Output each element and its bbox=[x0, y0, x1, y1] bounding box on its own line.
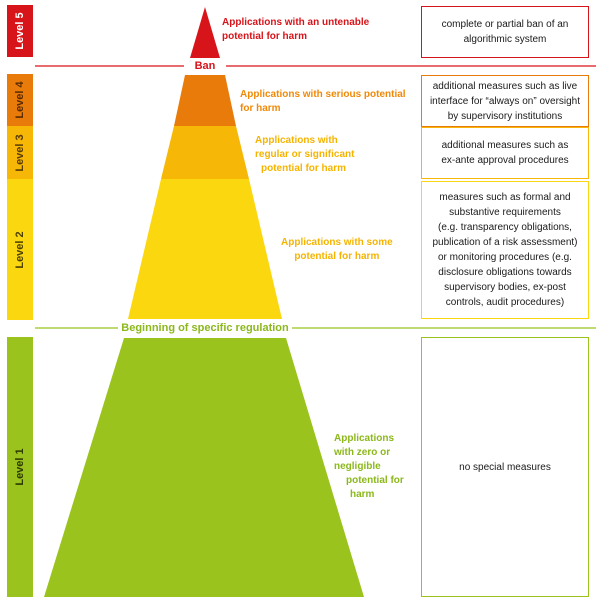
pyramid-label-level-4-line: for harm bbox=[240, 103, 281, 114]
ban-divider-label: Ban bbox=[184, 58, 226, 74]
measures-level-2-line: disclosure obligations towards bbox=[438, 267, 572, 278]
pyramid-label-level-5-line: potential for harm bbox=[222, 31, 308, 42]
measures-level-4-line: by supervisory institutions bbox=[447, 110, 563, 122]
measures-level-2-line: publication of a risk assessment) bbox=[432, 237, 578, 248]
measures-level-4-line: interface for “always on” oversight bbox=[429, 95, 581, 107]
pyramid-label-level-1-line: Applications bbox=[334, 433, 395, 444]
pyramid-level-4 bbox=[174, 75, 236, 126]
measures-level-4-line: additional measures such as live bbox=[432, 80, 578, 92]
pyramid-label-level-3: Applications with regular or significant… bbox=[255, 134, 354, 176]
measures-box-level-5: complete or partial ban of an algorithmi… bbox=[421, 6, 589, 58]
pyramid-level-3 bbox=[161, 126, 249, 179]
pyramid-label-level-2: Applications with some potential for har… bbox=[281, 236, 393, 264]
level-1-bar: Level 1 bbox=[7, 337, 33, 597]
measures-box-level-1: no special measures bbox=[421, 337, 589, 597]
regulation-divider-label: Beginning of specific regulation bbox=[118, 320, 292, 336]
measures-level-2-line: supervisory bodies, ex-post bbox=[444, 282, 566, 293]
measures-level-2-line: controls, audit procedures) bbox=[445, 297, 565, 308]
measures-level-1-line: no special measures bbox=[459, 461, 551, 473]
measures-box-level-4: additional measures such as live interfa… bbox=[421, 75, 589, 127]
level-2-bar: Level 2 bbox=[7, 179, 33, 320]
pyramid-level-5 bbox=[190, 7, 220, 58]
measures-level-2-line: measures such as formal and bbox=[439, 192, 571, 203]
measures-box-level-3: additional measures such as ex-ante appr… bbox=[421, 127, 589, 179]
measures-level-2-line: or monitoring procedures (e.g. bbox=[438, 252, 572, 263]
pyramid-label-level-3-line: Applications with bbox=[255, 135, 338, 146]
pyramid-label-level-3-line: potential for harm bbox=[261, 163, 347, 174]
pyramid-label-level-1-line: with zero or bbox=[334, 447, 391, 458]
level-4-bar: Level 4 bbox=[7, 74, 33, 126]
measures-level-5-line: algorithmic system bbox=[463, 34, 547, 45]
pyramid-label-level-1-line: potential for bbox=[346, 475, 404, 486]
level-5-bar: Level 5 bbox=[7, 5, 33, 57]
pyramid-label-level-4: Applications with serious potential for … bbox=[240, 88, 406, 116]
pyramid-label-level-1-line: negligible bbox=[334, 461, 381, 472]
pyramid-level-2 bbox=[128, 179, 282, 319]
measures-level-5-line: complete or partial ban of an bbox=[441, 19, 569, 30]
level-3-bar: Level 3 bbox=[7, 126, 33, 179]
measures-box-level-2: measures such as formal and substantive … bbox=[421, 181, 589, 319]
measures-level-3-line: additional measures such as bbox=[441, 140, 569, 151]
pyramid-label-level-5-line: Applications with an untenable bbox=[222, 17, 370, 28]
pyramid-label-level-4-line: Applications with serious potential bbox=[240, 89, 406, 100]
pyramid-label-level-1: Applications with zero or negligible pot… bbox=[334, 432, 404, 502]
pyramid-label-level-2-line: potential for harm bbox=[294, 251, 380, 262]
pyramid-level-1 bbox=[44, 338, 364, 597]
pyramid-label-level-2-line: Applications with some bbox=[281, 237, 393, 248]
measures-level-2-line: (e.g. transparency obligations, bbox=[438, 222, 572, 233]
measures-level-3-line: ex-ante approval procedures bbox=[441, 155, 569, 166]
pyramid-label-level-5: Applications with an untenable potential… bbox=[222, 16, 369, 44]
pyramid-label-level-3-line: regular or significant bbox=[255, 149, 355, 160]
measures-level-2-line: substantive requirements bbox=[449, 207, 561, 218]
pyramid-label-level-1-line: harm bbox=[350, 489, 375, 500]
